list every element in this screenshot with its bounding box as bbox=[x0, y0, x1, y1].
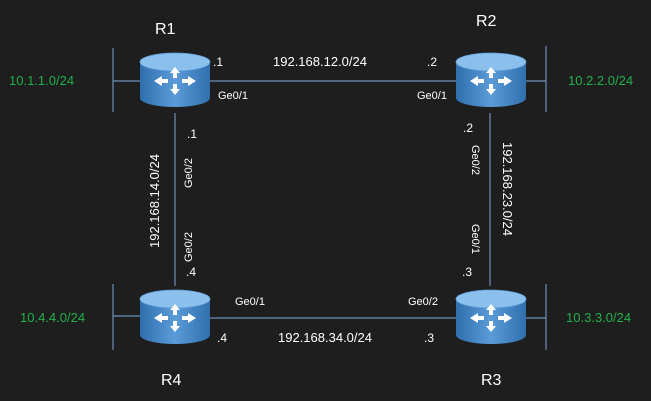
router-r3[interactable] bbox=[455, 289, 527, 345]
wan-links bbox=[174, 80, 491, 319]
interface-label: Ge0/1 bbox=[235, 296, 265, 308]
router-icon bbox=[139, 289, 211, 345]
router-icon bbox=[455, 289, 527, 345]
interface-label: Ge0/2 bbox=[469, 145, 481, 175]
router-icon bbox=[139, 52, 211, 108]
router-name-r4: R4 bbox=[161, 372, 182, 389]
interface-label: Ge0/2 bbox=[183, 158, 195, 188]
lan-label-r2: 10.2.2.0/24 bbox=[568, 73, 633, 88]
link-network-label: 192.168.23.0/24 bbox=[500, 142, 515, 236]
interface-label: Ge0/1 bbox=[469, 224, 481, 254]
lan-label-r3: 10.3.3.0/24 bbox=[566, 310, 631, 325]
interface-label: Ge0/2 bbox=[183, 232, 195, 262]
router-r2[interactable] bbox=[455, 52, 527, 108]
host-id-label: .3 bbox=[462, 265, 472, 279]
host-id-label: .4 bbox=[217, 331, 227, 345]
host-id-label: .1 bbox=[213, 55, 223, 69]
host-id-label: .2 bbox=[463, 121, 473, 135]
interface-label: Ge0/1 bbox=[218, 90, 248, 102]
router-name-r2: R2 bbox=[476, 13, 497, 30]
link-network-label: 192.168.14.0/24 bbox=[147, 154, 162, 248]
lan-lines bbox=[112, 46, 547, 350]
interface-label: Ge0/1 bbox=[417, 90, 447, 102]
lan-label-r4: 10.4.4.0/24 bbox=[20, 310, 85, 325]
link-network-label: 192.168.12.0/24 bbox=[273, 54, 367, 69]
host-id-label: .1 bbox=[187, 127, 197, 141]
interface-label: Ge0/2 bbox=[408, 296, 438, 308]
link-network-label: 192.168.34.0/24 bbox=[278, 330, 372, 345]
router-icon bbox=[455, 52, 527, 108]
router-name-r3: R3 bbox=[481, 372, 502, 389]
host-id-label: .4 bbox=[186, 265, 196, 279]
router-r1[interactable] bbox=[139, 52, 211, 108]
router-r4[interactable] bbox=[139, 289, 211, 345]
host-id-label: .3 bbox=[424, 331, 434, 345]
router-name-r1: R1 bbox=[155, 21, 176, 38]
host-id-label: .2 bbox=[427, 55, 437, 69]
lan-label-r1: 10.1.1.0/24 bbox=[9, 73, 74, 88]
